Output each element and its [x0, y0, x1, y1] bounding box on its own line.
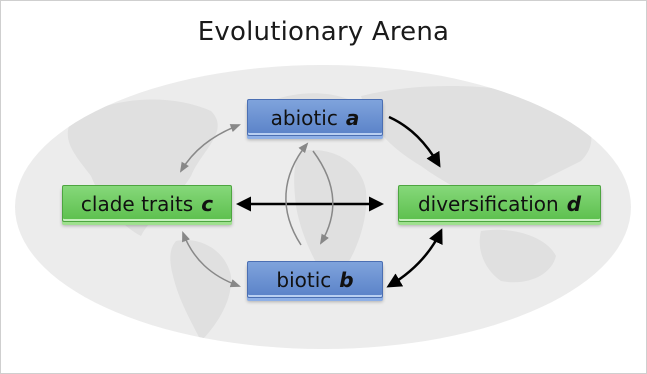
- node-abiotic-label: abiotic: [270, 105, 338, 130]
- arrow-abiotic-to-diversification: [388, 115, 441, 168]
- arrow-abiotic-clade: [179, 124, 241, 173]
- node-biotic-var: b: [339, 267, 354, 292]
- node-biotic-label: biotic: [276, 267, 332, 292]
- node-clade-traits-label: clade traits: [80, 191, 194, 216]
- arrow-biotic-clade: [182, 231, 241, 288]
- node-biotic: biotic b: [247, 261, 383, 298]
- node-abiotic: abiotic a: [247, 99, 383, 136]
- arrow-abiotic-to-biotic: [312, 150, 334, 245]
- node-diversification: diversification d: [398, 185, 601, 222]
- node-clade-traits: clade traits c: [62, 185, 232, 222]
- arrow-biotic-to-abiotic: [285, 142, 309, 246]
- node-diversification-label: diversification: [417, 191, 559, 216]
- diagram-title: Evolutionary Arena: [197, 17, 450, 47]
- node-clade-traits-var: c: [201, 191, 214, 216]
- node-diversification-var: d: [566, 191, 582, 216]
- node-abiotic-var: a: [345, 105, 360, 130]
- arrow-biotic-diversification: [386, 228, 443, 288]
